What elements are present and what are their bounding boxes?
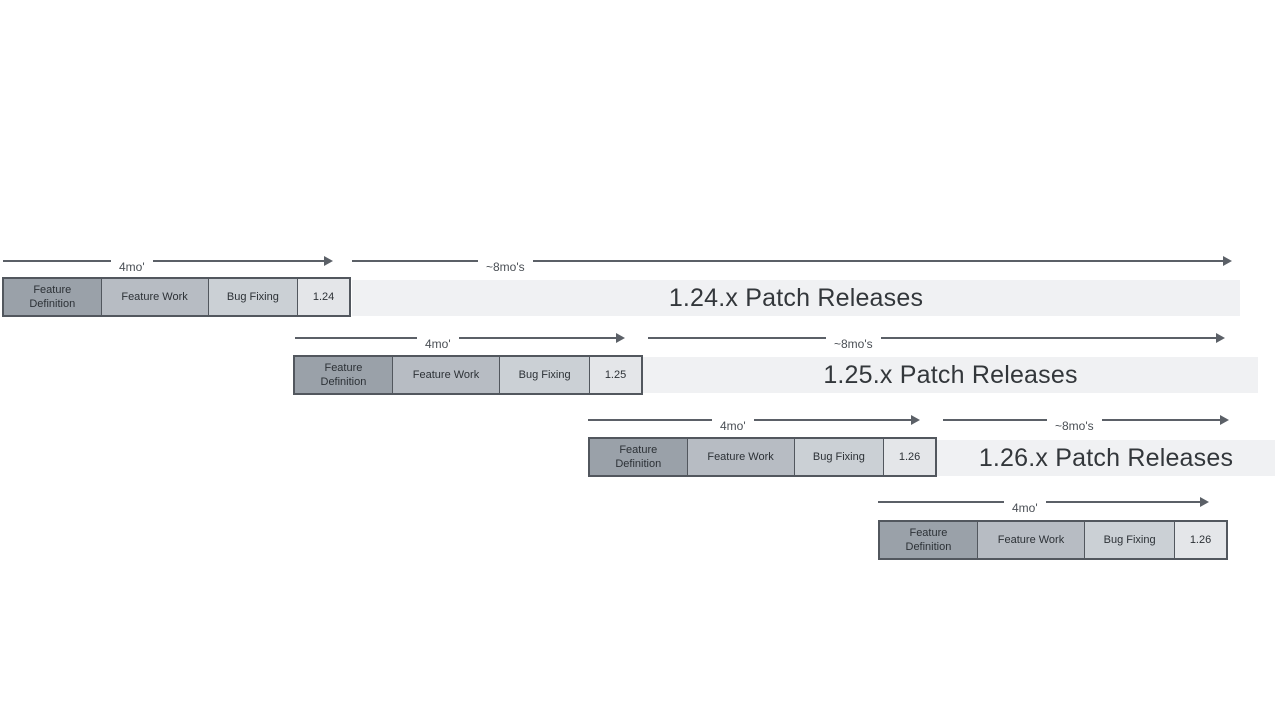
arrow-line-segment xyxy=(943,419,1047,421)
duration-label-4mo: 4mo' xyxy=(425,337,451,351)
arrow-line-segment xyxy=(352,260,478,262)
phase-box-feature-work: Feature Work xyxy=(391,357,500,393)
release-cycle-boxes-1-26: Feature Definition Feature Work Bug Fixi… xyxy=(588,437,937,477)
patch-release-label: 1.26.x Patch Releases xyxy=(978,443,1234,472)
version-label: 1.25 xyxy=(604,368,627,381)
release-cycle-boxes-next: Feature Definition Feature Work Bug Fixi… xyxy=(878,520,1228,560)
patch-release-label: 1.24.x Patch Releases xyxy=(668,283,924,312)
version-box: 1.24 xyxy=(297,279,349,315)
phase-label: Feature Definition xyxy=(905,526,952,553)
phase-box-feature-definition: Feature Definition xyxy=(4,279,101,315)
release-cycle-boxes-1-24: Feature Definition Feature Work Bug Fixi… xyxy=(2,277,351,317)
arrow-head xyxy=(1045,497,1210,507)
duration-label-4mo: 4mo' xyxy=(119,260,145,274)
phase-label: Feature Work xyxy=(121,290,188,303)
patch-release-bar-1-24: 1.24.x Patch Releases xyxy=(352,280,1240,316)
version-box: 1.25 xyxy=(589,357,641,393)
phase-label: Feature Definition xyxy=(615,443,662,470)
arrow-head xyxy=(880,333,1226,343)
patch-release-bar-1-26: 1.26.x Patch Releases xyxy=(937,440,1275,476)
duration-label-8mo: ~8mo's xyxy=(1055,419,1094,433)
version-label: 1.26 xyxy=(898,450,921,463)
phase-box-bug-fixing: Bug Fixing xyxy=(793,439,884,475)
patch-release-label: 1.25.x Patch Releases xyxy=(823,360,1078,389)
phase-label: Bug Fixing xyxy=(812,450,865,463)
arrow-line-segment xyxy=(878,501,1004,503)
patch-support-arrow-1-26: ~8mo's xyxy=(943,413,1230,433)
arrow-head xyxy=(532,256,1233,266)
duration-label-4mo: 4mo' xyxy=(1012,501,1038,515)
version-label: 1.24 xyxy=(312,290,335,303)
arrow-head xyxy=(1101,415,1230,425)
arrow-line-segment xyxy=(648,337,826,339)
version-box: 1.26 xyxy=(883,439,935,475)
phase-box-feature-definition: Feature Definition xyxy=(880,522,977,558)
patch-release-bar-1-25: 1.25.x Patch Releases xyxy=(643,357,1258,393)
arrow-line-segment xyxy=(3,260,111,262)
duration-label-4mo: 4mo' xyxy=(720,419,746,433)
phase-label: Feature Definition xyxy=(320,361,367,388)
phase-box-feature-definition: Feature Definition xyxy=(590,439,687,475)
dev-cycle-arrow-1-24: 4mo' xyxy=(3,254,334,274)
phase-box-feature-work: Feature Work xyxy=(100,279,208,315)
version-label: 1.26 xyxy=(1189,533,1212,546)
phase-box-bug-fixing: Bug Fixing xyxy=(1084,522,1175,558)
release-cycle-boxes-1-25: Feature Definition Feature Work Bug Fixi… xyxy=(293,355,643,395)
phase-label: Feature Definition xyxy=(29,283,76,310)
arrow-head xyxy=(152,256,334,266)
phase-box-feature-definition: Feature Definition xyxy=(295,357,392,393)
patch-support-arrow-1-25: ~8mo's xyxy=(648,331,1226,351)
arrow-line-segment xyxy=(588,419,712,421)
arrow-line-segment xyxy=(295,337,417,339)
dev-cycle-arrow-1-25: 4mo' xyxy=(295,331,626,351)
dev-cycle-arrow-next: 4mo' xyxy=(878,495,1210,515)
arrow-head xyxy=(753,415,921,425)
phase-box-bug-fixing: Bug Fixing xyxy=(207,279,298,315)
patch-support-arrow-1-24: ~8mo's xyxy=(352,254,1233,274)
duration-label-8mo: ~8mo's xyxy=(486,260,525,274)
phase-label: Bug Fixing xyxy=(518,368,571,381)
dev-cycle-arrow-1-26: 4mo' xyxy=(588,413,921,433)
phase-box-feature-work: Feature Work xyxy=(976,522,1085,558)
phase-box-bug-fixing: Bug Fixing xyxy=(499,357,590,393)
version-box: 1.26 xyxy=(1174,522,1226,558)
phase-label: Feature Work xyxy=(997,533,1065,546)
phase-label: Feature Work xyxy=(707,450,774,463)
duration-label-8mo: ~8mo's xyxy=(834,337,873,351)
phase-box-feature-work: Feature Work xyxy=(686,439,794,475)
phase-label: Feature Work xyxy=(412,368,480,381)
arrow-head xyxy=(458,333,626,343)
phase-label: Bug Fixing xyxy=(226,290,279,303)
phase-label: Bug Fixing xyxy=(1103,533,1156,546)
